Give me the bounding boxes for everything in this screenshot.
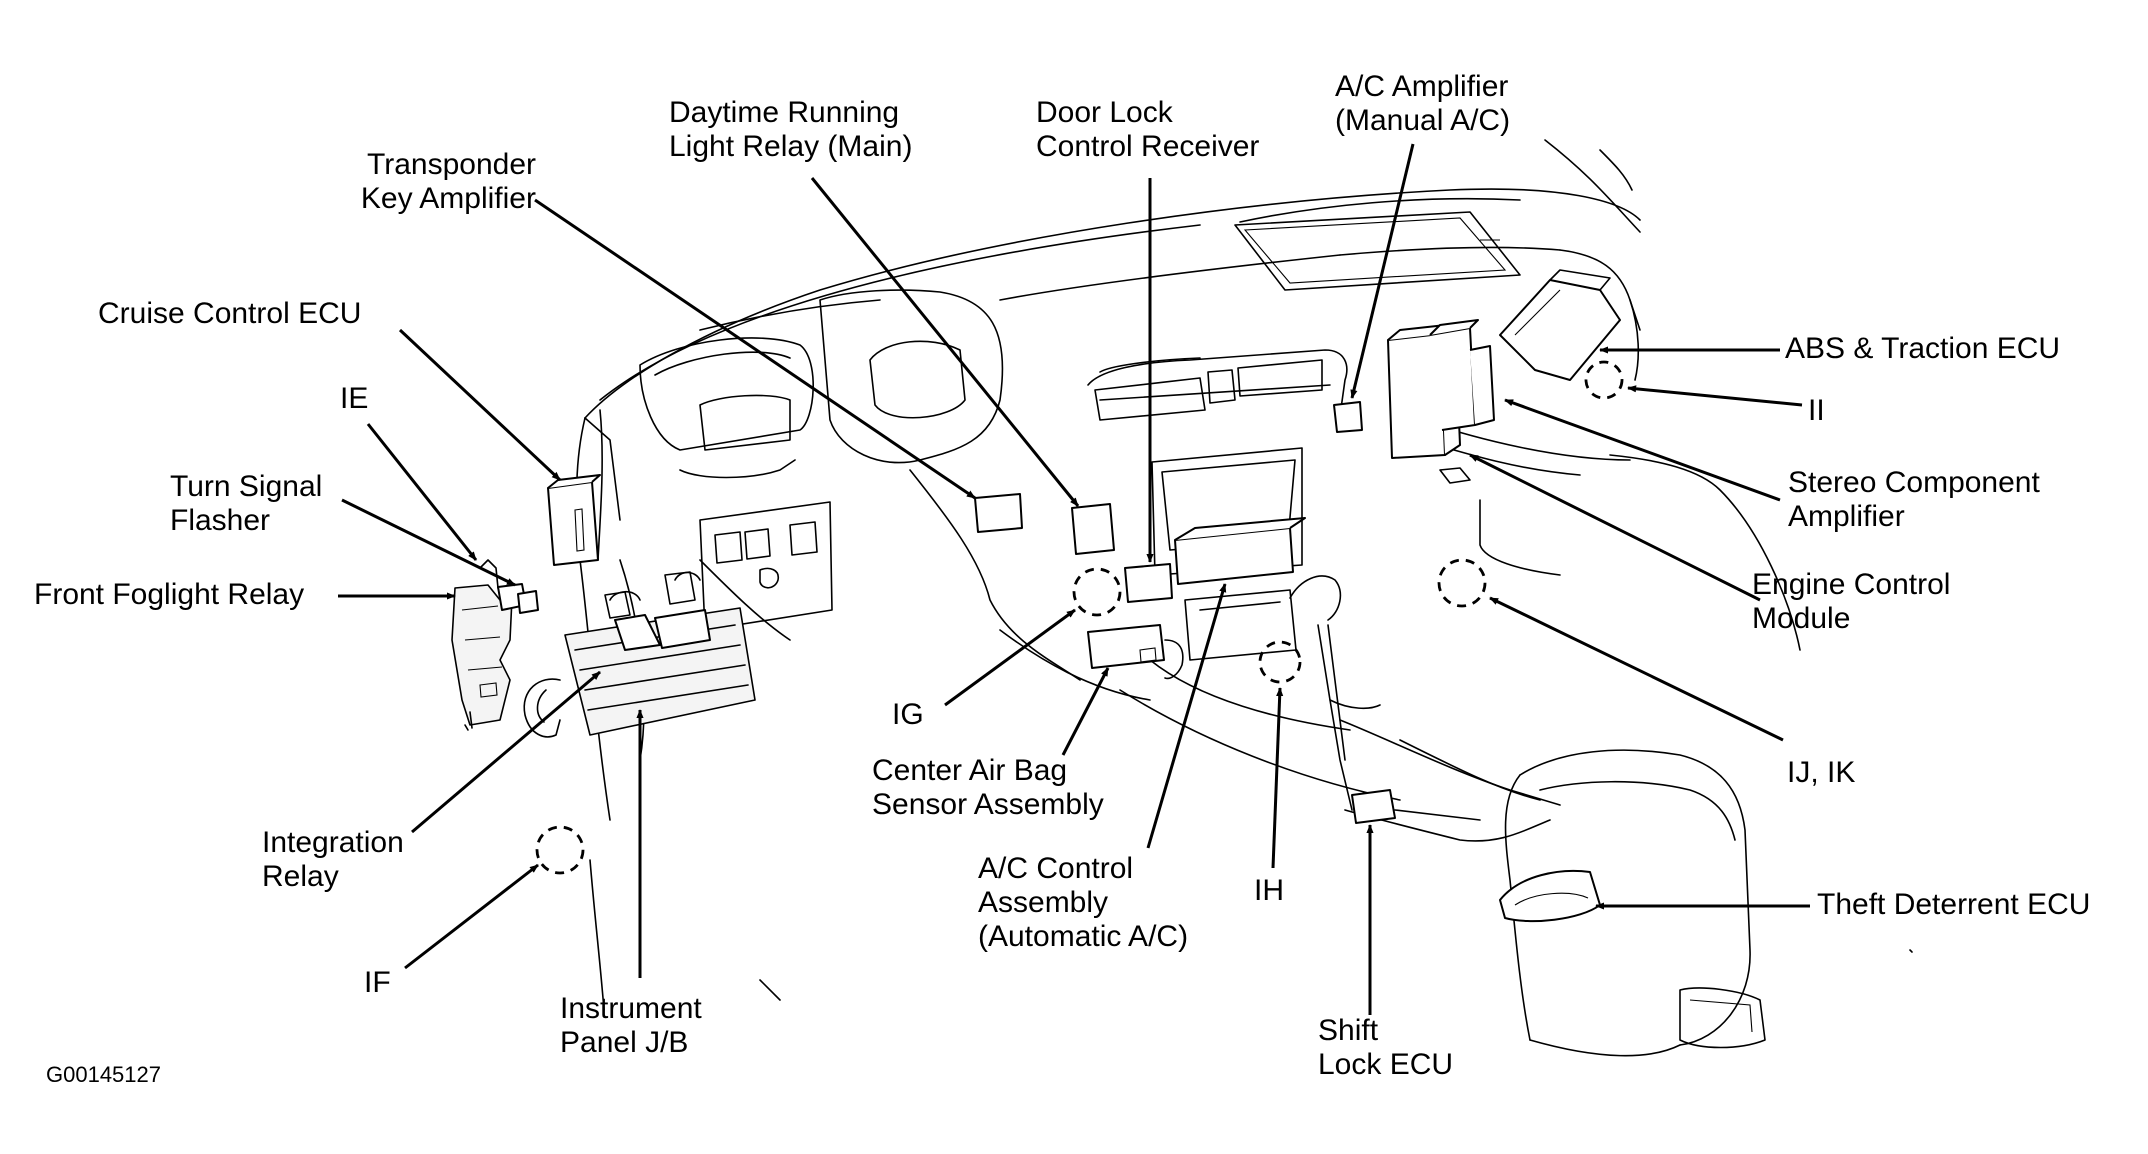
label-shift-lock-ecu: Shift Lock ECU	[1318, 1014, 1453, 1082]
label-line: Control Receiver	[1036, 130, 1260, 163]
leader-ecm	[1469, 453, 1761, 602]
abs-traction-ecu-box	[1499, 269, 1621, 381]
label-ac-control-assembly: A/C Control Assembly (Automatic A/C)	[978, 852, 1188, 954]
label-line: Instrument	[560, 992, 702, 1025]
label-line: Door Lock	[1036, 96, 1173, 129]
leader-ie	[366, 423, 478, 561]
leader-turn-signal	[341, 498, 516, 587]
leader-ac-control	[1146, 583, 1227, 849]
leader-ih	[1271, 687, 1284, 869]
label-line: Module	[1752, 602, 1851, 635]
figure-id: G00145127	[46, 1062, 161, 1087]
connector-if-marker	[535, 825, 585, 875]
leader-lines	[338, 143, 1810, 1015]
label-connector-ig: IG	[892, 698, 924, 731]
label-theft-deterrent-ecu: Theft Deterrent ECU	[1817, 888, 2091, 921]
label-engine-control-module: Engine Control Module	[1752, 568, 1950, 636]
label-front-foglight-relay: Front Foglight Relay	[34, 578, 305, 611]
label-stereo-component-amplifier: Stereo Component Amplifier	[1788, 466, 2040, 534]
label-line: Turn Signal	[170, 470, 323, 503]
leader-if	[404, 863, 539, 970]
integration-relay-hook	[523, 678, 561, 738]
fuse-block-left	[451, 584, 513, 731]
label-line: Lock ECU	[1318, 1048, 1454, 1081]
label-line: Sensor Assembly	[872, 788, 1104, 821]
label-line: A/C Control	[978, 852, 1134, 885]
leader-ac-amp	[1350, 143, 1415, 399]
label-connector-ii: II	[1808, 394, 1825, 427]
label-connector-ih: IH	[1254, 874, 1284, 907]
label-line: (Manual A/C)	[1335, 104, 1511, 137]
label-instrument-panel-jb: Instrument Panel J/B	[560, 992, 702, 1060]
label-line: Key Amplifier	[360, 182, 536, 215]
instrument-panel-jb	[564, 571, 756, 736]
connector-ih-marker	[1258, 640, 1302, 684]
leader-stereo	[1504, 398, 1781, 502]
door-lock-receiver-box	[1124, 563, 1173, 603]
label-line: Stereo Component	[1788, 466, 2040, 499]
label-daytime-running-light-relay: Daytime Running Light Relay (Main)	[669, 96, 912, 164]
label-line: A/C Amplifier	[1335, 70, 1509, 103]
label-ac-amplifier: A/C Amplifier (Manual A/C)	[1335, 70, 1510, 138]
leader-ii	[1627, 385, 1803, 407]
label-connector-ie: IE	[340, 382, 369, 415]
connector-ig-marker	[1072, 567, 1122, 617]
label-cruise-control-ecu: Cruise Control ECU	[98, 297, 362, 330]
label-line: Light Relay (Main)	[669, 130, 913, 163]
leader-ij-ik	[1489, 596, 1784, 742]
ac-amplifier-box	[1333, 401, 1363, 433]
label-connector-ij-ik: IJ, IK	[1787, 756, 1856, 789]
cruise-control-ecu-box	[547, 474, 601, 566]
leader-drl	[810, 177, 1080, 507]
label-door-lock-control-receiver: Door Lock Control Receiver	[1036, 96, 1259, 164]
leader-transponder	[534, 198, 976, 500]
dashboard-outline	[575, 139, 1913, 1057]
leader-ig	[944, 608, 1076, 707]
label-line: Panel J/B	[560, 1026, 689, 1059]
leader-cruise	[398, 328, 562, 482]
label-line: Transponder	[367, 148, 536, 181]
leader-airbag	[1061, 667, 1110, 756]
connector-ii-marker	[1584, 360, 1624, 400]
label-turn-signal-flasher: Turn Signal Flasher	[170, 470, 322, 538]
stereo-amp-box	[1429, 319, 1495, 431]
turn-signal-flasher-part	[479, 559, 539, 614]
label-line: Amplifier	[1788, 500, 1905, 533]
airbag-sensor-box	[1087, 624, 1184, 680]
label-transponder-key-amplifier: Transponder Key Amplifier	[322, 148, 536, 216]
label-line: Assembly	[978, 886, 1109, 919]
label-line: Relay	[262, 860, 339, 893]
label-connector-if: IF	[364, 966, 391, 999]
label-line: Integration	[262, 826, 404, 859]
label-abs-traction-ecu: ABS & Traction ECU	[1785, 332, 2061, 365]
drl-relay-box	[1071, 503, 1115, 555]
label-line: Engine Control	[1752, 568, 1951, 601]
label-integration-relay: Integration Relay	[262, 826, 404, 894]
label-center-air-bag-sensor: Center Air Bag Sensor Assembly	[872, 754, 1104, 822]
connector-ij-ik-marker	[1437, 558, 1487, 608]
shift-lock-ecu-box	[1351, 789, 1481, 824]
leader-integration	[411, 670, 601, 834]
ac-control-assembly-box	[1174, 517, 1306, 585]
label-line: Flasher	[170, 504, 271, 537]
label-line: Center Air Bag	[872, 754, 1068, 787]
label-line: Shift	[1318, 1014, 1379, 1047]
transponder-amp-box	[974, 493, 1023, 533]
label-line: Daytime Running	[669, 96, 900, 129]
theft-deterrent-ecu-box	[1499, 869, 1601, 923]
label-line: (Automatic A/C)	[978, 920, 1189, 953]
